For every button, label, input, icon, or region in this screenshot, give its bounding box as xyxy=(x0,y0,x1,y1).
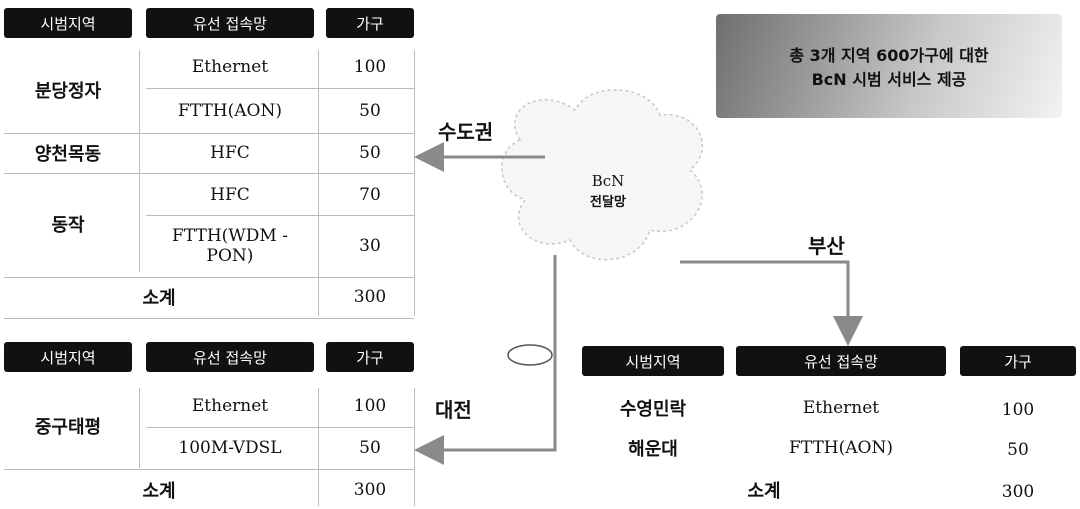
subtotal-value: 300 xyxy=(353,480,387,500)
cell-households: 70 xyxy=(359,185,381,205)
row-divider xyxy=(146,215,414,216)
summary-banner: 총 3개 지역 600가구에 대한 BcN 시범 서비스 제공 xyxy=(716,14,1062,118)
region-junggu: 중구태평 xyxy=(34,417,102,438)
link-loop xyxy=(507,344,553,366)
region-label-capital: 수도권 xyxy=(438,120,494,144)
row-divider xyxy=(146,88,414,89)
cell-households: 50 xyxy=(359,101,381,121)
row-divider xyxy=(146,427,414,428)
region-dongjak: 동작 xyxy=(51,215,85,236)
cell-households: 50 xyxy=(1007,440,1029,460)
row-divider xyxy=(4,277,414,278)
header-region: 시범지역 xyxy=(4,342,132,372)
region-yangcheon: 양천목동 xyxy=(34,144,102,165)
row-divider xyxy=(4,469,414,470)
header-households: 가구 xyxy=(326,8,414,38)
subtotal-label: 소계 xyxy=(142,481,176,502)
region-haeundae: 해운대 xyxy=(628,439,678,460)
cell-network: FTTH(AON) xyxy=(789,438,893,458)
cell-households: 100 xyxy=(1001,400,1035,420)
region-label-busan: 부산 xyxy=(808,234,845,258)
arrow-to-busan xyxy=(680,260,863,346)
region-label-daejeon: 대전 xyxy=(435,398,472,422)
cell-households: 50 xyxy=(359,143,381,163)
cell-network: HFC xyxy=(210,185,250,205)
col-divider xyxy=(318,388,319,506)
subtotal-value: 300 xyxy=(353,287,387,307)
subtotal-label: 소계 xyxy=(747,481,781,502)
col-divider xyxy=(139,388,140,468)
col-divider xyxy=(139,50,140,272)
cell-network: HFC xyxy=(210,143,250,163)
header-region: 시범지역 xyxy=(582,346,724,376)
subtotal-label: 소계 xyxy=(142,288,176,309)
header-households: 가구 xyxy=(326,342,414,372)
cell-households: 50 xyxy=(359,438,381,458)
header-network: 유선 접속망 xyxy=(146,342,314,372)
row-divider xyxy=(4,318,414,319)
core-label-2: 전달망 xyxy=(590,194,626,210)
row-divider xyxy=(4,133,414,134)
cell-network: FTTH(AON) xyxy=(178,101,282,121)
header-region: 시범지역 xyxy=(4,8,132,38)
cell-households: 100 xyxy=(353,396,387,416)
bcn-cloud xyxy=(501,89,703,261)
col-divider xyxy=(318,50,319,316)
arrow-to-daejeon xyxy=(414,255,557,465)
cell-households: 100 xyxy=(353,57,387,77)
header-network: 유선 접속망 xyxy=(146,8,314,38)
cell-network: 100M-VDSL xyxy=(178,438,282,458)
cell-network: Ethernet xyxy=(191,396,269,416)
row-divider xyxy=(4,173,414,174)
header-network: 유선 접속망 xyxy=(736,346,946,376)
banner-line-2: BcN 시범 서비스 제공 xyxy=(811,70,967,89)
region-bundang: 분당정자 xyxy=(34,81,102,102)
header-households: 가구 xyxy=(960,346,1076,376)
region-suyeong: 수영민락 xyxy=(619,399,687,420)
core-label-1: BcN xyxy=(592,172,625,190)
cell-network: Ethernet xyxy=(191,57,269,77)
subtotal-value: 300 xyxy=(1001,482,1035,502)
cell-network: FTTH(WDM - PON) xyxy=(172,226,288,266)
col-divider xyxy=(414,50,415,316)
banner-line-1: 총 3개 지역 600가구에 대한 xyxy=(789,46,989,65)
cell-households: 30 xyxy=(359,236,381,256)
cell-network: Ethernet xyxy=(802,398,880,418)
